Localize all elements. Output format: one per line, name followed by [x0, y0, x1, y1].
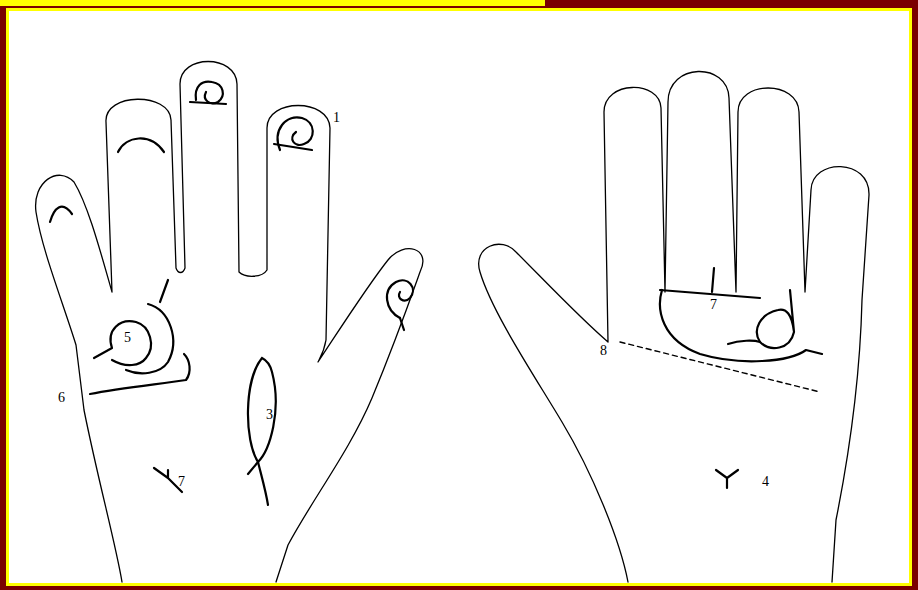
top-bar	[0, 0, 545, 6]
callout-number: 5	[124, 330, 131, 346]
callout-number: 8	[600, 343, 607, 359]
callout-number: 6	[58, 390, 65, 406]
callout-number: 7	[710, 297, 717, 313]
callout-number: 7	[178, 474, 185, 490]
callout-number: 4	[762, 474, 769, 490]
frame-panel	[6, 8, 912, 586]
callout-number: 3	[266, 407, 273, 423]
callout-number: 1	[333, 110, 340, 126]
